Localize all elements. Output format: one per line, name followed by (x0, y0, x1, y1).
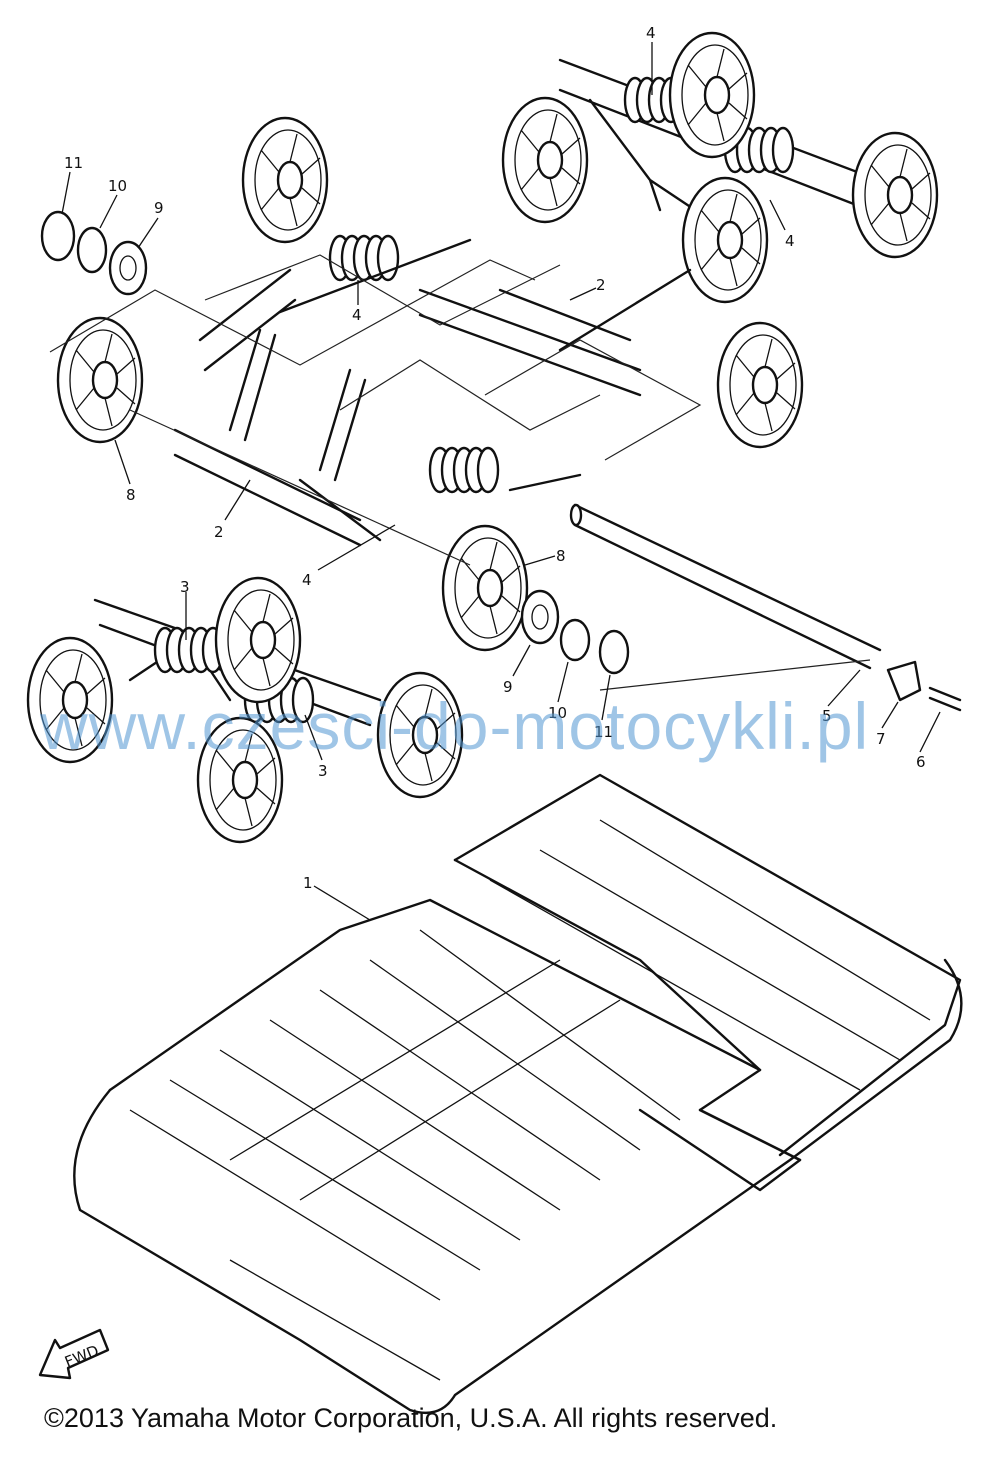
callout-8: 8 (556, 547, 566, 565)
lower-left-bogie-assembly (26, 576, 464, 844)
fwd-direction-marker: FWD (38, 1328, 110, 1380)
callout-2: 2 (214, 523, 224, 541)
callout-2: 2 (596, 276, 606, 294)
callout-9: 9 (154, 199, 164, 217)
callout-4: 4 (785, 232, 795, 250)
callout-10: 10 (548, 704, 567, 722)
long-shaft-bracket (569, 503, 962, 712)
callout-5: 5 (822, 707, 832, 725)
bearing-seal-stack-upper (40, 210, 148, 296)
watermark-text: www.czesci-do-motocykli.pl (40, 689, 870, 763)
callout-4: 4 (352, 306, 362, 324)
callout-1: 1 (303, 874, 313, 892)
callout-11: 11 (594, 723, 613, 741)
track-belt (73, 773, 963, 1415)
callout-9: 9 (503, 678, 513, 696)
lower-center-wheel-stack (441, 524, 630, 675)
callout-6: 6 (916, 753, 926, 771)
callout-11: 11 (64, 154, 83, 172)
center-arm-assembly (173, 268, 692, 547)
callout-3: 3 (180, 578, 190, 596)
callout-4: 4 (646, 24, 656, 42)
upper-right-bogie-assembly (501, 31, 939, 304)
callout-leaders (61, 42, 941, 921)
callout-10: 10 (108, 177, 127, 195)
copyright-notice: ©2013 Yamaha Motor Corporation, U.S.A. A… (44, 1403, 778, 1433)
alignment-guides (49, 254, 871, 691)
upper-center-wheel-spring (241, 116, 472, 314)
callout-labels: 11 10 9 4 4 4 4 2 2 8 8 3 3 9 10 11 5 7 … (64, 24, 926, 892)
fwd-marker-label: FWD (62, 1341, 101, 1371)
callout-7: 7 (876, 730, 886, 748)
callout-8: 8 (126, 486, 136, 504)
callout-4: 4 (302, 571, 312, 589)
callout-3: 3 (318, 762, 328, 780)
